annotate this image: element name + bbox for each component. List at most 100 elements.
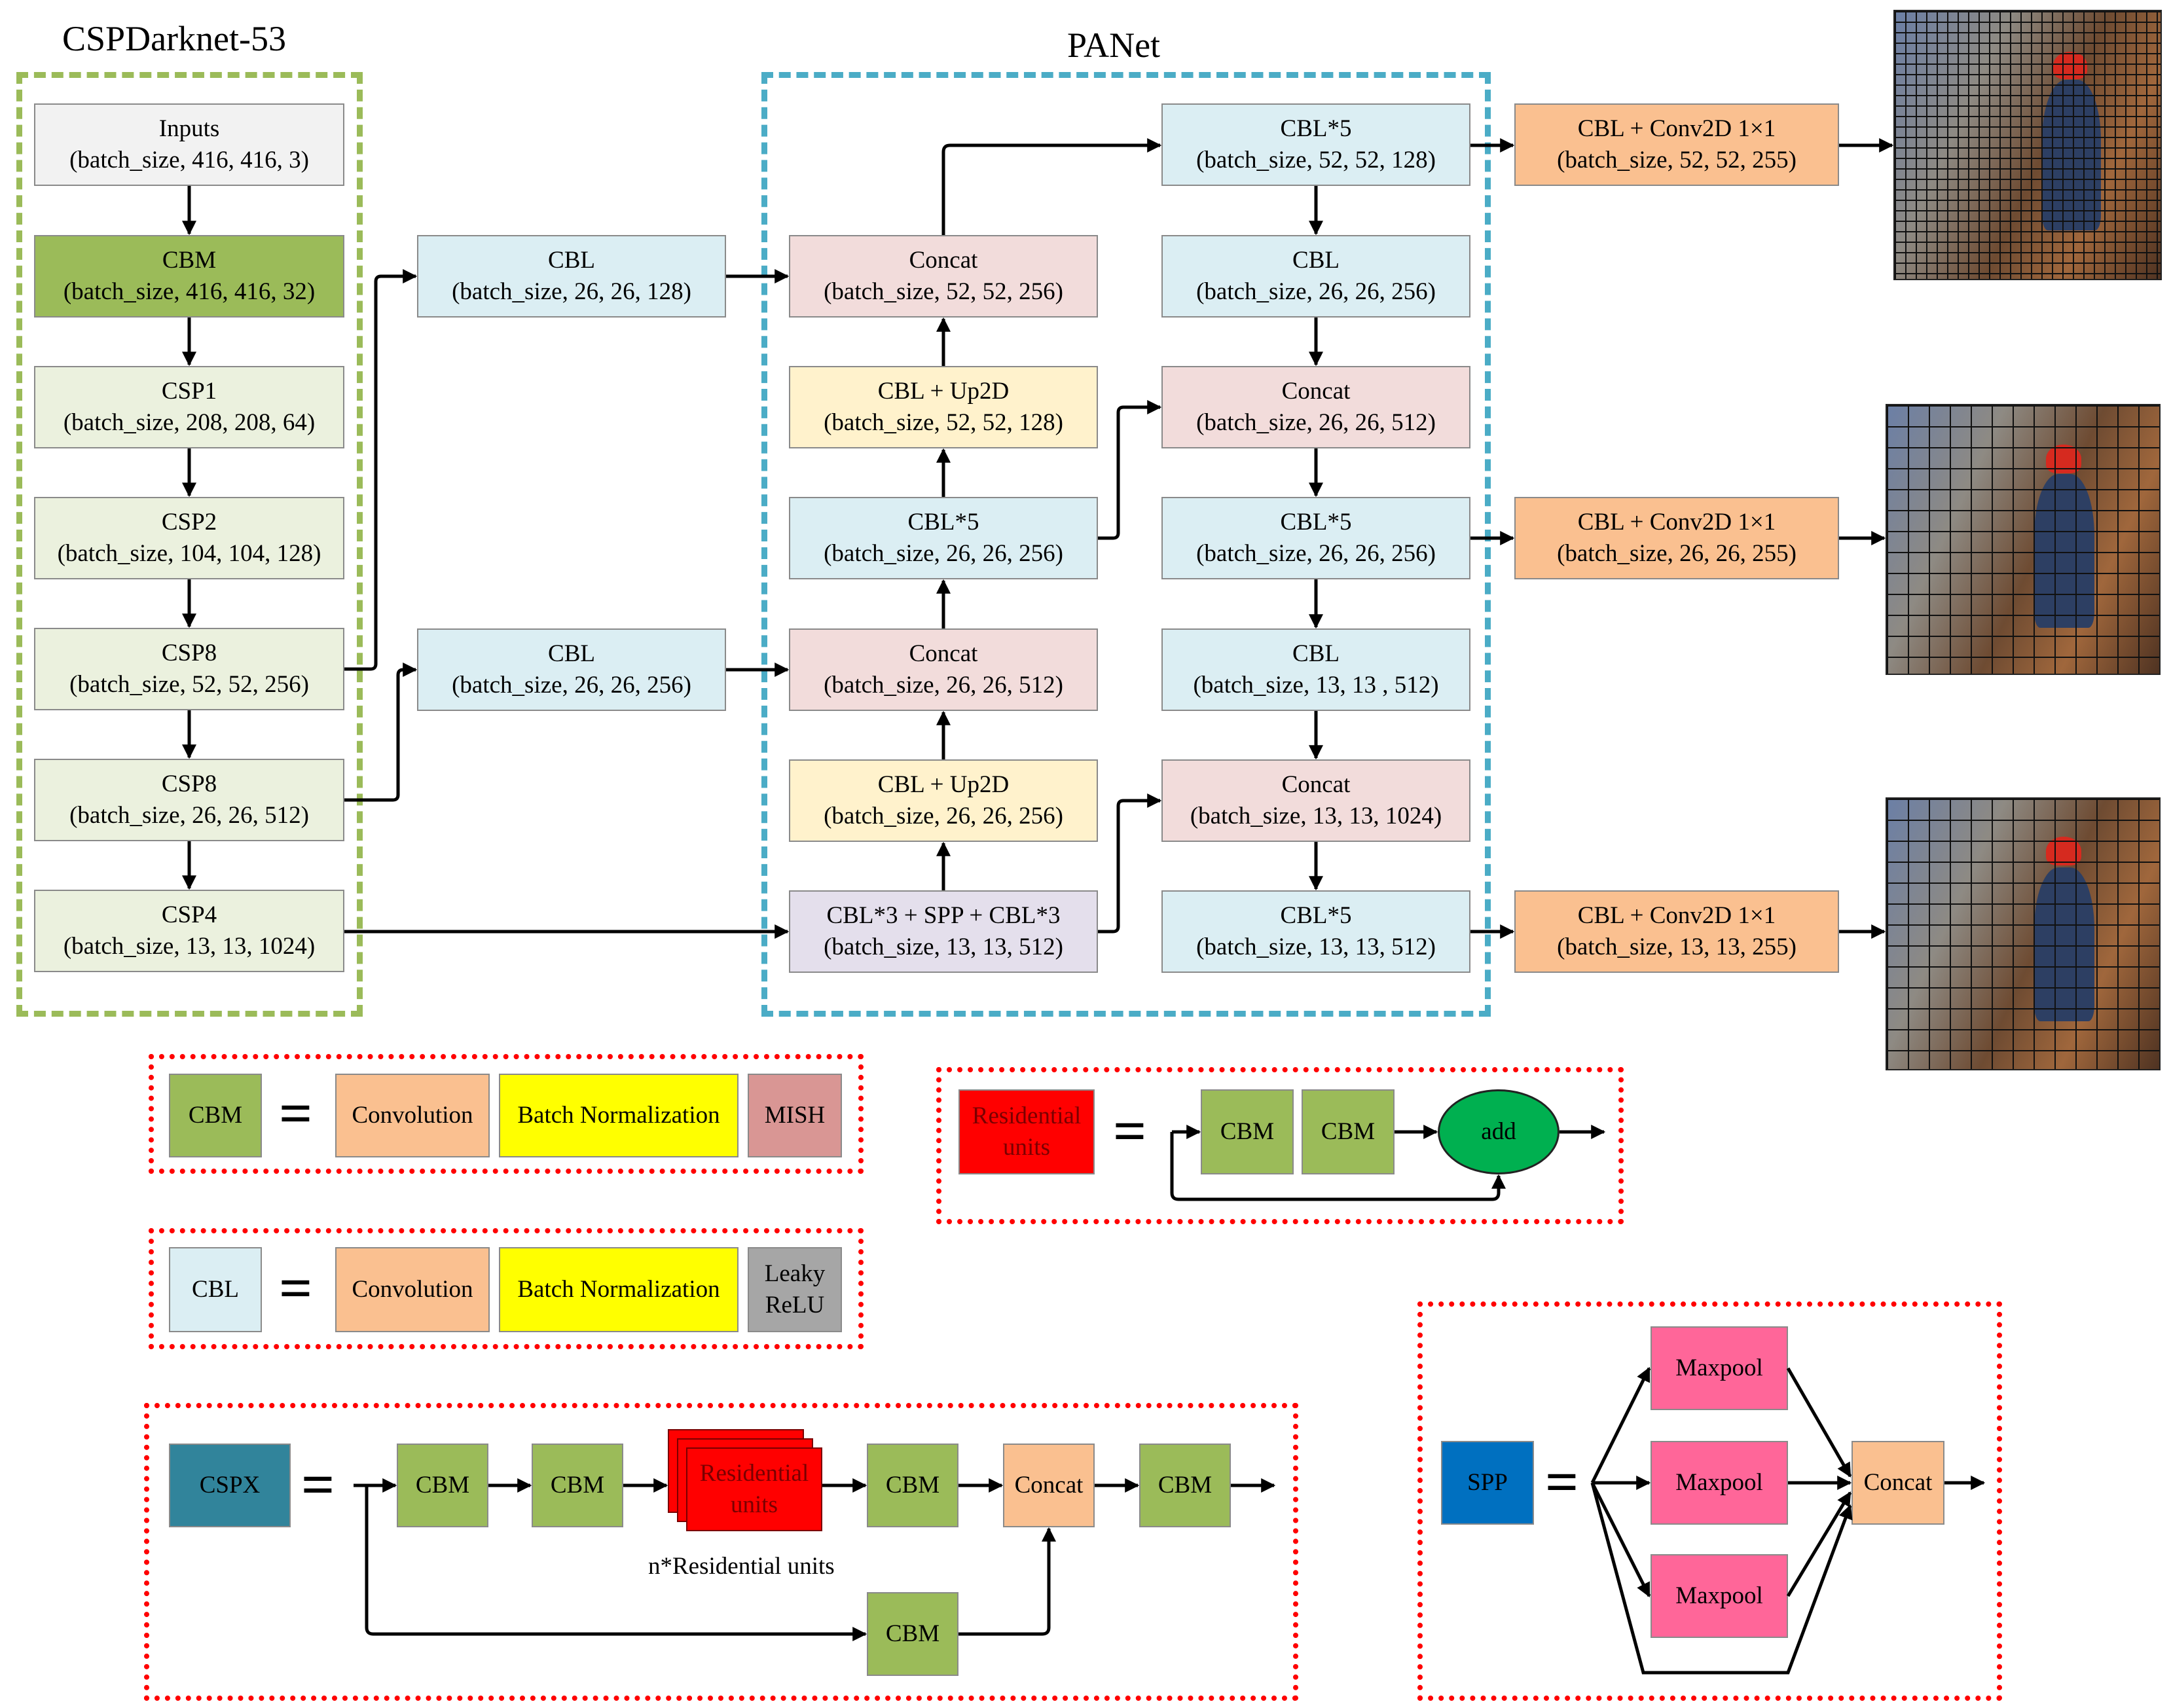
legend-text: Residential (699, 1460, 809, 1487)
legend-cbm-block: CBM (169, 1074, 262, 1157)
edge (1786, 1367, 1852, 1478)
legend-text: Batch Normalization (517, 1102, 720, 1129)
mid-cbl-128: CBL (batch_size, 26, 26, 128) (417, 235, 726, 318)
edge (1098, 400, 1162, 540)
node-shape: (batch_size, 26, 26, 128) (452, 278, 691, 305)
node-shape: (batch_size, 13, 13, 1024) (63, 933, 316, 960)
node-label: Concat (1281, 771, 1351, 798)
node-label: CBM (162, 247, 217, 274)
node-shape: (batch_size, 52, 52, 128) (824, 409, 1063, 436)
cspx-cbm-3: CBM (867, 1444, 958, 1527)
residual-add: add (1438, 1089, 1560, 1174)
node-shape: (batch_size, 26, 26, 512) (1196, 409, 1436, 436)
equals-sign: = (279, 1256, 313, 1321)
pan-spp-block: CBL*3 + SPP + CBL*3(batch_size, 13, 13, … (789, 890, 1098, 973)
legend-cspx-block: CSPX (169, 1444, 291, 1527)
legend-text: Maxpool (1675, 1582, 1763, 1609)
node-label: Concat (909, 247, 978, 274)
legend-text: CBM (1158, 1472, 1213, 1499)
grid-overlay-coarse (1887, 799, 2159, 1069)
legend-text: Batch Normalization (517, 1276, 720, 1303)
edge (1590, 1481, 1651, 1597)
node-label: CBL (1292, 247, 1340, 274)
node-label: CSP1 (161, 378, 217, 405)
legend-text: CBM (1220, 1118, 1275, 1145)
backbone-cbm: CBM(batch_size, 416, 416, 32) (34, 235, 344, 318)
legend-text: MISH (764, 1102, 826, 1129)
node-shape: (batch_size, 52, 52, 256) (824, 278, 1063, 305)
legend-text: ReLU (765, 1292, 825, 1318)
legend-text: add (1481, 1118, 1516, 1145)
cspx-cbm-4: CBM (1139, 1444, 1231, 1527)
node-label: CBL*5 (1280, 509, 1352, 536)
node-label: Inputs (158, 115, 220, 142)
edge (1590, 1367, 1651, 1484)
node-shape: (batch_size, 26, 26, 256) (824, 540, 1063, 567)
node-label: Concat (909, 640, 978, 667)
panet-frame (761, 72, 1491, 1017)
legend-text: Residential (972, 1102, 1082, 1129)
legend-text: Concat (1014, 1472, 1084, 1499)
edge (344, 269, 418, 671)
head-26: CBL + Conv2D 1×1(batch_size, 26, 26, 255… (1514, 497, 1839, 579)
edge (1786, 1491, 1852, 1597)
node-shape: (batch_size, 52, 52, 255) (1557, 147, 1797, 173)
head-52: CBL + Conv2D 1×1(batch_size, 52, 52, 255… (1514, 103, 1839, 186)
legend-spp-frame (1417, 1301, 2002, 1701)
output-image-52 (1893, 10, 2162, 280)
node-label: CBL + Up2D (877, 378, 1010, 405)
legend-text: CSPX (199, 1472, 261, 1499)
equals-sign: = (279, 1081, 313, 1146)
pan-cbl5-52: CBL*5(batch_size, 52, 52, 128) (1161, 103, 1470, 186)
backbone-csp8-b: CSP8(batch_size, 26, 26, 512) (34, 759, 344, 841)
node-shape: (batch_size, 13, 13, 1024) (1190, 803, 1442, 829)
edge (1170, 1132, 1506, 1201)
node-label: CBL + Conv2D 1×1 (1577, 902, 1776, 929)
cspx-cbm-2: CBM (532, 1444, 623, 1527)
legend-text: CBM (415, 1472, 470, 1499)
mid-cbl-256: CBL(batch_size, 26, 26, 256) (417, 628, 726, 711)
legend-cspx-frame (144, 1403, 1298, 1701)
legend-text: CBL (192, 1276, 239, 1303)
grid-overlay-medium (1887, 405, 2159, 674)
edge (958, 1527, 1056, 1636)
output-image-13 (1886, 797, 2161, 1070)
edge (1098, 793, 1162, 934)
node-shape: (batch_size, 26, 26, 256) (824, 803, 1063, 829)
residual-cbm-1: CBM (1201, 1089, 1294, 1174)
legend-cbm-frame (149, 1054, 864, 1174)
legend-convolution: Convolution (335, 1247, 490, 1332)
spp-maxpool-2: Maxpool (1651, 1441, 1788, 1525)
node-label: CBL (548, 640, 595, 667)
node-label: CBL*5 (1280, 902, 1352, 929)
legend-text: CBM (1321, 1118, 1376, 1145)
legend-text: Maxpool (1675, 1469, 1763, 1496)
pan-cbl-up2d-52: CBL + Up2D (batch_size, 52, 52, 128) (789, 366, 1098, 448)
pan-concat-26-right: Concat(batch_size, 26, 26, 512) (1161, 366, 1470, 448)
node-shape: (batch_size, 13, 13, 255) (1557, 934, 1797, 960)
spp-maxpool-1: Maxpool (1651, 1326, 1788, 1410)
legend-batchnorm: Batch Normalization (499, 1074, 739, 1157)
node-label: CSP4 (161, 901, 217, 928)
head-13: CBL + Conv2D 1×1 (batch_size, 13, 13, 255… (1514, 890, 1839, 973)
spp-maxpool-3: Maxpool (1651, 1554, 1788, 1638)
legend-text: Convolution (352, 1276, 473, 1303)
legend-text: CBM (188, 1102, 243, 1129)
output-image-26 (1886, 404, 2161, 675)
edge (365, 1485, 867, 1641)
node-shape: (batch_size, 52, 52, 128) (1196, 147, 1436, 173)
node-label: CSP2 (161, 509, 217, 536)
legend-text: CBM (550, 1472, 605, 1499)
node-shape: (batch_size, 13, 13 , 512) (1193, 672, 1439, 699)
spp-concat: Concat (1852, 1441, 1944, 1525)
node-label: CBL (548, 247, 595, 274)
node-label: CSP8 (161, 640, 217, 666)
legend-text: CBM (885, 1472, 940, 1499)
pan-cbl-13-512: CBL(batch_size, 13, 13 , 512) (1161, 628, 1470, 711)
pan-cbl-up2d-26: CBL + Up2D(batch_size, 26, 26, 256) (789, 759, 1098, 842)
node-label: CBL*5 (907, 509, 979, 536)
cspx-concat: Concat (1003, 1444, 1095, 1527)
legend-text: Leaky (764, 1260, 826, 1287)
